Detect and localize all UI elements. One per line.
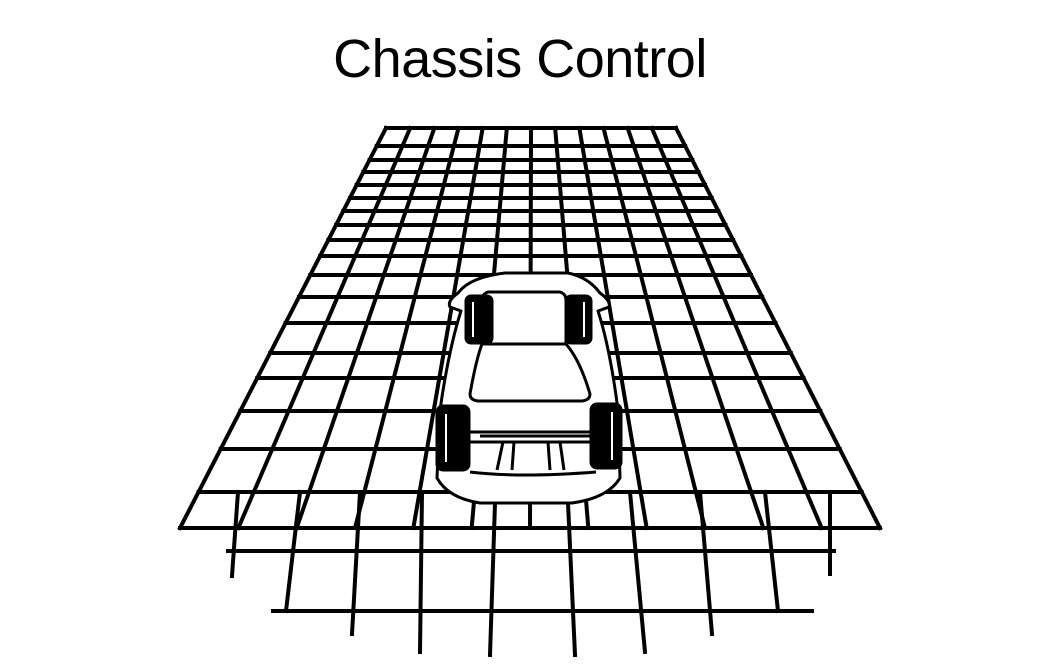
strut: [546, 441, 552, 471]
front-left-tire: [435, 404, 471, 472]
grid-line-vertical: [283, 489, 303, 614]
grid-line-vertical: [577, 125, 649, 531]
grid-line-vertical: [417, 489, 425, 655]
front-right-tire: [589, 402, 623, 470]
grid-line-vertical: [177, 125, 389, 531]
grid-line-vertical: [601, 125, 708, 531]
grid-line-vertical: [649, 125, 825, 531]
grid-line-vertical: [411, 125, 485, 531]
grid-line-vertical: [352, 125, 461, 531]
grid-line-vertical: [627, 489, 648, 655]
rear-left-tire: [464, 294, 494, 345]
car: [435, 271, 623, 505]
strut: [510, 441, 516, 471]
grid-line-vertical: [762, 489, 781, 614]
cabin-outline: [468, 342, 592, 403]
rear-right-tire: [564, 294, 593, 345]
grid-line-vertical: [349, 489, 363, 637]
undercarriage-arc: [469, 470, 597, 477]
rear-window: [480, 290, 568, 346]
grid-line-vertical: [487, 500, 498, 658]
grid-line-vertical: [229, 489, 241, 579]
strut: [495, 441, 505, 471]
grid-line-vertical: [625, 125, 766, 531]
grid-line-vertical: [235, 125, 413, 531]
grid-line-vertical: [697, 489, 715, 637]
grid-line-vertical: [565, 500, 578, 658]
grid-line-vertical: [294, 125, 437, 531]
strut: [558, 441, 566, 471]
diagram-title: Chassis Control: [333, 29, 707, 89]
grid-line-vertical: [673, 125, 883, 531]
